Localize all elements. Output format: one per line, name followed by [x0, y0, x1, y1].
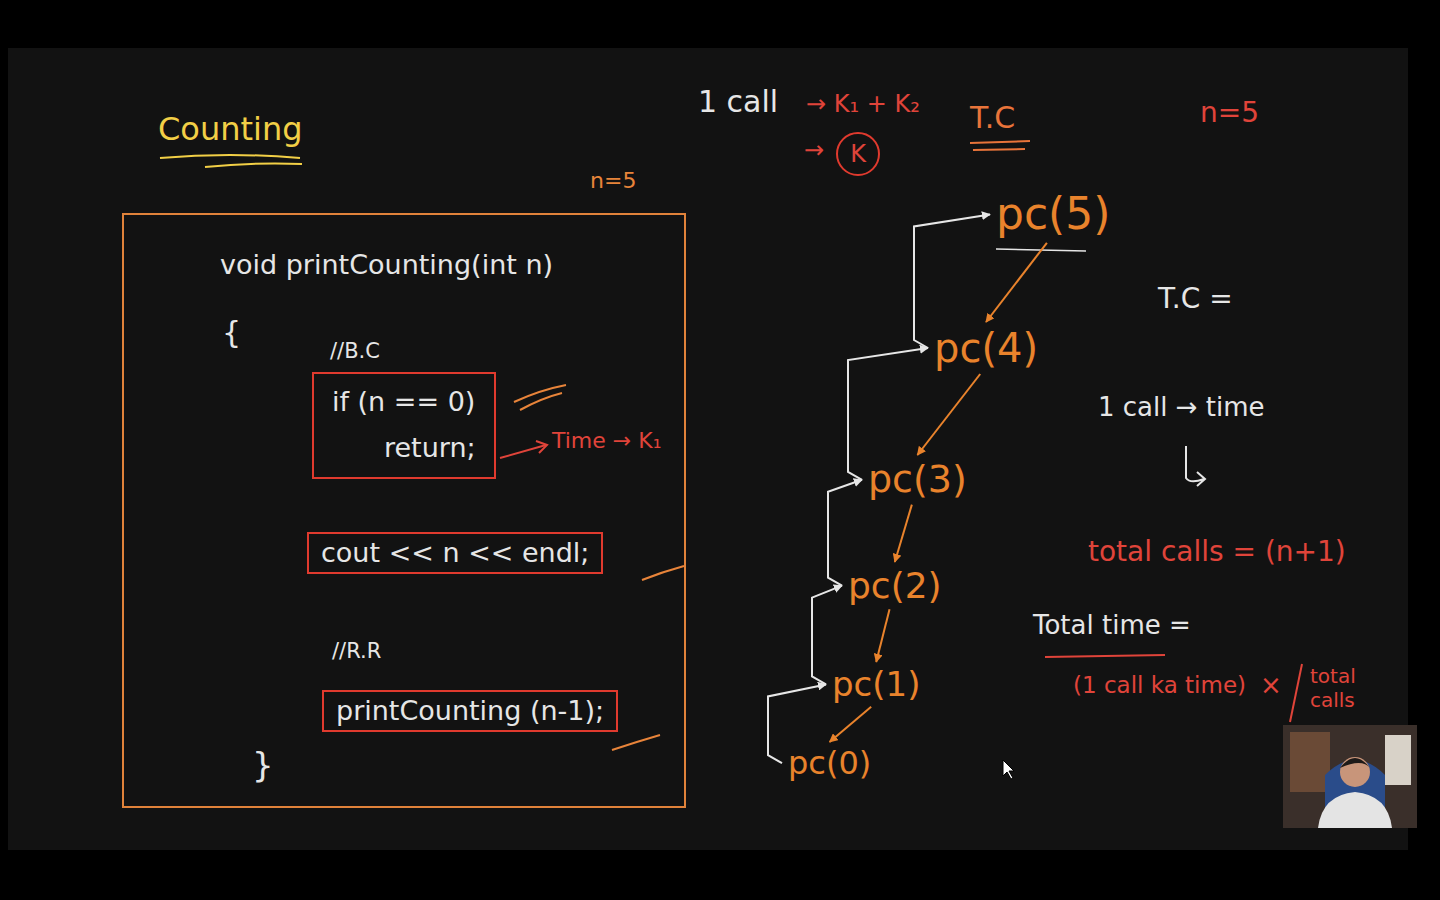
title-underline: [205, 163, 302, 167]
tick-scribble: [642, 566, 684, 580]
formula-text: Total time =: [1033, 610, 1191, 641]
red-underline: [1045, 655, 1165, 657]
code-frame: void printCounting(int n) { //B.C //R.R} if …: [122, 213, 686, 808]
call-node: pc(4): [928, 322, 1044, 374]
base-case-box-text: return;: [384, 432, 476, 464]
cost-note: → K₁ + K₂: [806, 90, 920, 119]
call-arrow: [986, 243, 1047, 322]
recursive-call-box-text: printCounting (n-1);: [336, 695, 604, 727]
mouse-cursor: [1003, 760, 1014, 779]
call-node: pc(1): [826, 662, 926, 707]
call-node-text: pc(5): [996, 188, 1110, 241]
title-underline: [160, 155, 300, 158]
print-box: cout << n << endl;: [307, 532, 603, 574]
webcam-frame: [1283, 725, 1417, 828]
call-node: pc(3): [862, 455, 973, 505]
division-slash: [1290, 664, 1302, 722]
code-line: //B.C: [330, 339, 380, 364]
call-node-text: pc(1): [832, 664, 920, 705]
arrow-glyph: →: [804, 136, 824, 165]
formula-text: T.C =: [1158, 282, 1233, 316]
hook-arrow: [1186, 446, 1205, 486]
circled-constant-text: K: [850, 140, 866, 169]
call-arrow: [917, 374, 980, 455]
call-arrow: [895, 505, 912, 562]
call-node-text: pc(4): [934, 324, 1038, 372]
formula-text: total calls: [1310, 664, 1370, 712]
webcam-shelf: [1290, 732, 1330, 792]
call-node: pc(5): [990, 186, 1116, 243]
webcam-head: [1340, 757, 1370, 787]
operator-symbol: ×: [1260, 670, 1282, 701]
title-text: Counting: [158, 110, 303, 148]
note-text: 1 call → time: [1098, 392, 1265, 423]
circled-constant: K: [836, 132, 880, 176]
webcam-shirt: [1318, 792, 1392, 828]
call-node: pc(2): [842, 562, 948, 609]
tick-scribble: [612, 735, 660, 750]
formula-text: (1 call ka time): [1073, 672, 1246, 700]
call-node-text: pc(2): [848, 564, 942, 607]
call-arrow: [876, 609, 889, 662]
board-ground: [8, 48, 1408, 850]
webcam-wall: [1385, 735, 1411, 785]
recursive-call-box: printCounting (n-1);: [322, 690, 618, 732]
double-underline: [970, 141, 1030, 150]
leader-arrowhead: [536, 441, 547, 453]
call-node-text: pc(0): [788, 744, 871, 782]
webcam-thumbnail: [1283, 725, 1417, 828]
print-box-text: cout << n << endl;: [321, 537, 589, 569]
base-case-box: if (n == 0) return;: [312, 372, 496, 479]
call-node-text: pc(3): [868, 457, 967, 503]
given-value: n=5: [1200, 96, 1259, 130]
tick-scribble: [514, 385, 566, 410]
note-text: 1 call: [698, 84, 778, 120]
webcam-hair: [1340, 758, 1370, 768]
base-case-box-text: if (n == 0): [332, 386, 476, 418]
code-line: //R.R: [332, 639, 381, 664]
formula-text: total calls = (n+1): [1088, 535, 1346, 569]
code-line: }: [252, 745, 274, 786]
code-line: void printCounting(int n): [220, 249, 553, 281]
call-arrow: [830, 707, 872, 742]
heading-note: T.C: [970, 100, 1015, 136]
code-line: {: [222, 315, 241, 351]
time-note: Time → K₁: [552, 428, 662, 454]
given-value: n=5: [590, 168, 636, 194]
call-node: pc(0): [782, 742, 877, 784]
